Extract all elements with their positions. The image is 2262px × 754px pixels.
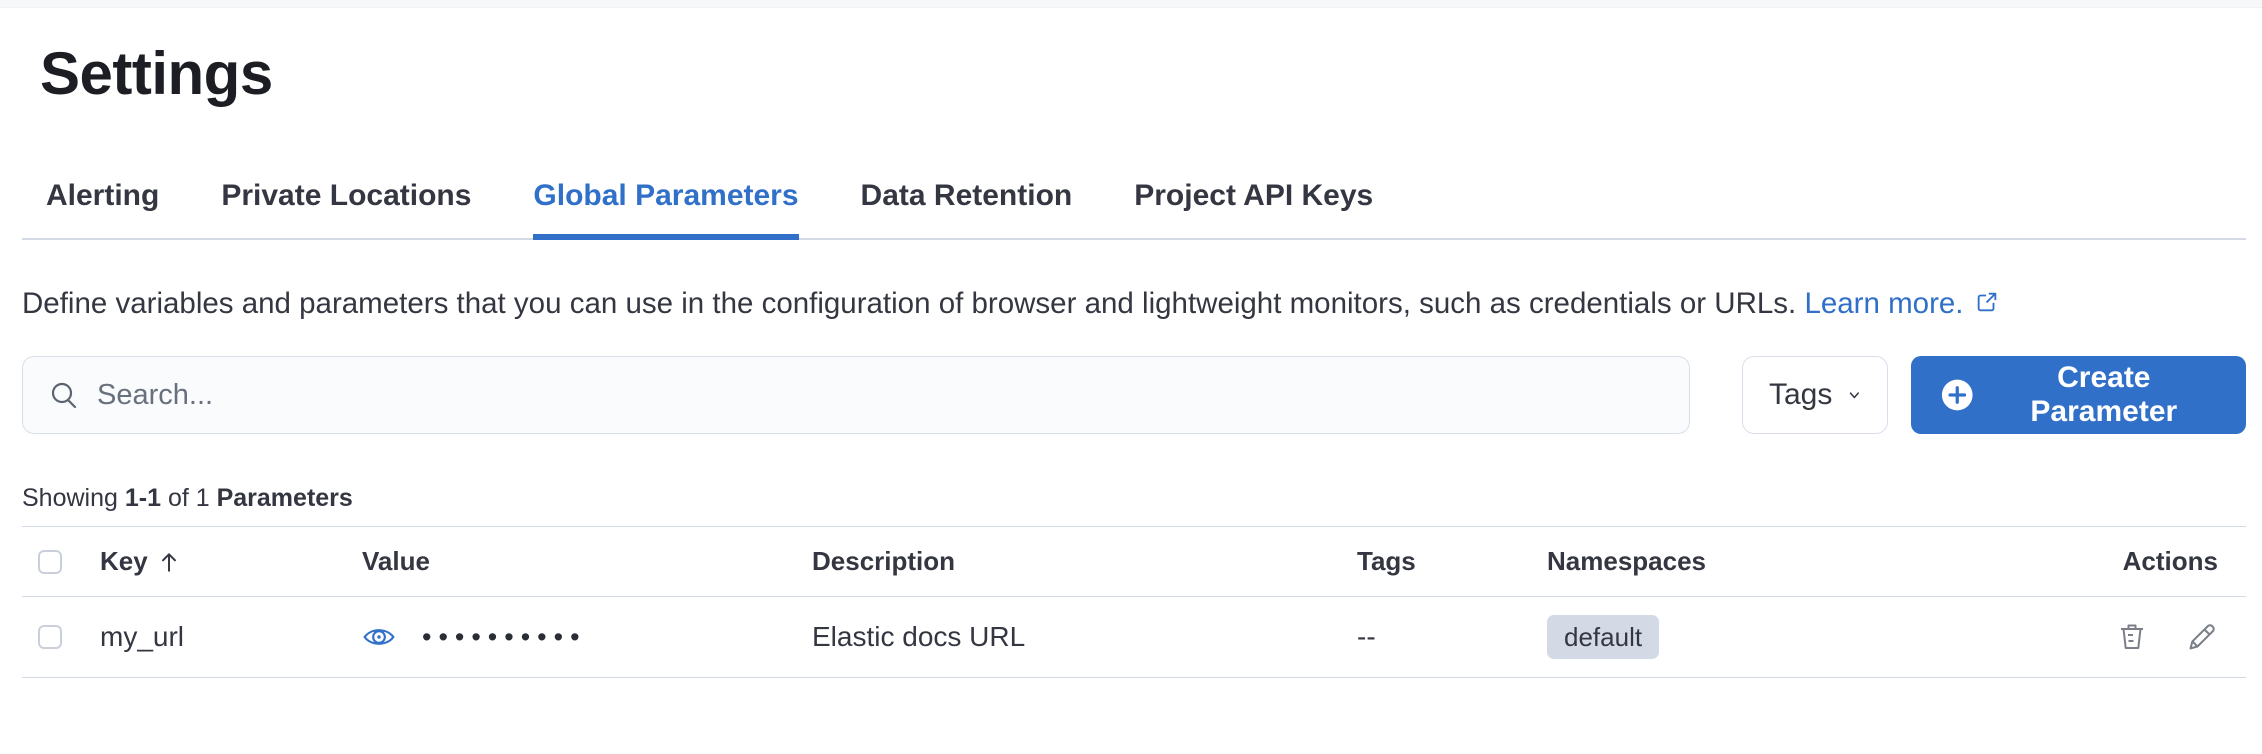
tab-private-locations[interactable]: Private Locations	[221, 179, 472, 212]
edit-parameter-button[interactable]	[2186, 621, 2218, 653]
delete-parameter-button[interactable]	[2116, 621, 2148, 653]
plus-in-circle-icon	[1942, 379, 1973, 411]
table-row: my_url •••••••••• Elastic docs URL -- de…	[22, 597, 2246, 678]
sort-ascending-arrow-icon	[161, 552, 176, 572]
tab-data-retention[interactable]: Data Retention	[860, 179, 1073, 212]
row-tags: --	[1357, 621, 1376, 652]
tab-alerting[interactable]: Alerting	[46, 179, 160, 212]
chevron-down-icon	[1850, 392, 1860, 399]
column-label-key: Key	[100, 546, 148, 576]
row-checkbox[interactable]	[38, 625, 62, 649]
parameters-table: Key Value Description Tags Namespaces Ac…	[22, 526, 2246, 678]
column-header-tags: Tags	[1357, 546, 1416, 576]
create-parameter-label: Create Parameter	[2030, 361, 2178, 428]
tags-filter-label: Tags	[1769, 378, 1833, 411]
description-text: Define variables and parameters that you…	[22, 287, 1797, 320]
trash-icon	[2121, 624, 2143, 649]
select-all-cell	[22, 549, 84, 574]
column-header-actions: Actions	[2122, 546, 2218, 576]
external-link-icon	[1974, 282, 2000, 330]
top-edge-strip	[0, 0, 2262, 8]
row-key: my_url	[100, 621, 185, 652]
row-select-cell	[22, 625, 84, 649]
summary-entity: Parameters	[216, 484, 353, 512]
parameters-toolbar: Tags Create Parameter	[22, 356, 2246, 434]
select-all-checkbox[interactable]	[38, 549, 62, 574]
learn-more-label: Learn more.	[1804, 287, 1964, 320]
column-header-description: Description	[812, 546, 956, 576]
learn-more-link[interactable]: Learn more.	[1804, 287, 1999, 320]
row-namespaces: default	[1531, 615, 2011, 659]
summary-range: 1-1	[124, 484, 161, 512]
summary-middle: of 1	[161, 484, 217, 512]
column-header-key[interactable]: Key	[84, 546, 346, 577]
reveal-value-button[interactable]	[362, 620, 396, 654]
page-description: Define variables and parameters that you…	[22, 280, 2237, 330]
tags-filter-button[interactable]: Tags	[1742, 356, 1889, 434]
page-title: Settings	[40, 40, 273, 107]
results-summary: Showing 1-1 of 1 Parameters	[22, 484, 2246, 513]
row-actions	[2011, 621, 2246, 653]
pencil-icon	[2189, 624, 2215, 650]
column-header-value: Value	[362, 546, 430, 576]
search-field	[22, 356, 1690, 434]
row-value: ••••••••••	[346, 620, 796, 654]
settings-tabs: Alerting Private Locations Global Parame…	[22, 178, 2246, 240]
namespace-badge: default	[1547, 615, 1660, 659]
eye-icon	[363, 629, 395, 645]
search-input[interactable]	[22, 356, 1690, 434]
create-parameter-button[interactable]: Create Parameter	[1911, 356, 2246, 434]
summary-prefix: Showing	[22, 484, 125, 512]
column-header-namespaces: Namespaces	[1547, 546, 1706, 576]
search-icon	[51, 382, 77, 409]
masked-value: ••••••••••	[422, 621, 587, 652]
row-description: Elastic docs URL	[812, 621, 1026, 652]
table-header-row: Key Value Description Tags Namespaces Ac…	[22, 527, 2246, 597]
tab-global-parameters[interactable]: Global Parameters	[533, 178, 799, 240]
tab-project-api-keys[interactable]: Project API Keys	[1134, 179, 1374, 212]
